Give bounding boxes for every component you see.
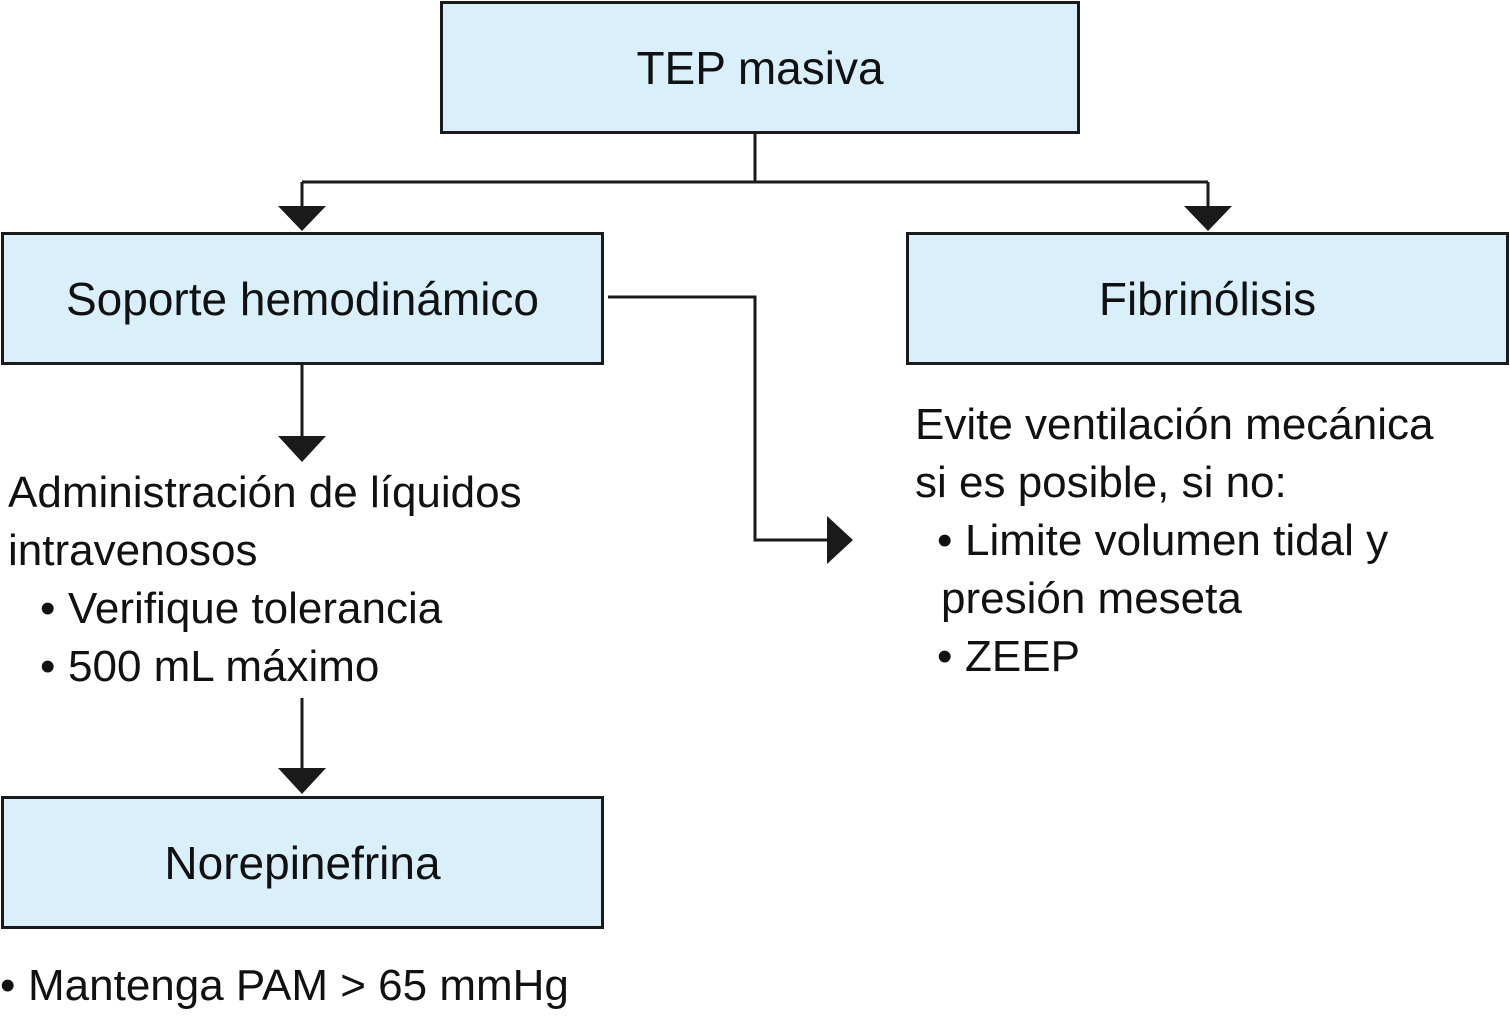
connector-soporte-to-ventilacion <box>608 295 828 542</box>
ventilacion-bullet: •ZEEP <box>915 628 1433 686</box>
arrowhead-liquidos <box>278 436 326 462</box>
norepinefrina-note: •Mantenga PAM > 65 mmHg <box>0 957 569 1015</box>
arrowhead-ventilacion <box>827 516 853 564</box>
node-label: TEP masiva <box>636 41 884 94</box>
node-norepinefrina: Norepinefrina <box>1 796 604 929</box>
node-soporte-hemodinamico: Soporte hemodinámico <box>1 232 604 365</box>
liquidos-line-2: intravenosos <box>8 526 258 575</box>
liquidos-line-1: Administración de líquidos <box>8 468 522 517</box>
arrowhead-fibrinolisis <box>1184 206 1232 231</box>
bullet-dot-icon: • <box>937 632 953 681</box>
node-label: Norepinefrina <box>164 836 441 889</box>
node-fibrinolisis: Fibrinólisis <box>906 232 1509 365</box>
node-label: Fibrinólisis <box>1098 272 1317 325</box>
arrowhead-norepinefrina <box>278 768 326 794</box>
bullet-dot-icon: • <box>40 642 56 691</box>
ventilacion-line-2: si es posible, si no: <box>915 458 1287 507</box>
node-tep-masiva: TEP masiva <box>440 1 1080 134</box>
bullet-dot-icon: • <box>937 516 953 565</box>
pam-bullet: •Mantenga PAM > 65 mmHg <box>0 957 569 1015</box>
ventilacion-bullet: •Limite volumen tidal y <box>915 512 1433 570</box>
liquidos-bullet: •500 mL máximo <box>8 638 522 696</box>
bullet-dot-icon: • <box>40 584 56 633</box>
liquidos-bullet: •Verifique tolerancia <box>8 580 522 638</box>
liquidos-text-block: Administración de líquidos intravenosos … <box>8 464 522 696</box>
bullet-dot-icon: • <box>0 961 16 1010</box>
arrowhead-soporte <box>278 206 326 231</box>
ventilacion-text-block: Evite ventilación mecánica si es posible… <box>915 396 1433 686</box>
ventilacion-line-1: Evite ventilación mecánica <box>915 400 1434 449</box>
ventilacion-bullet-continuation: presión meseta <box>941 574 1242 623</box>
node-label: Soporte hemodinámico <box>65 272 540 325</box>
